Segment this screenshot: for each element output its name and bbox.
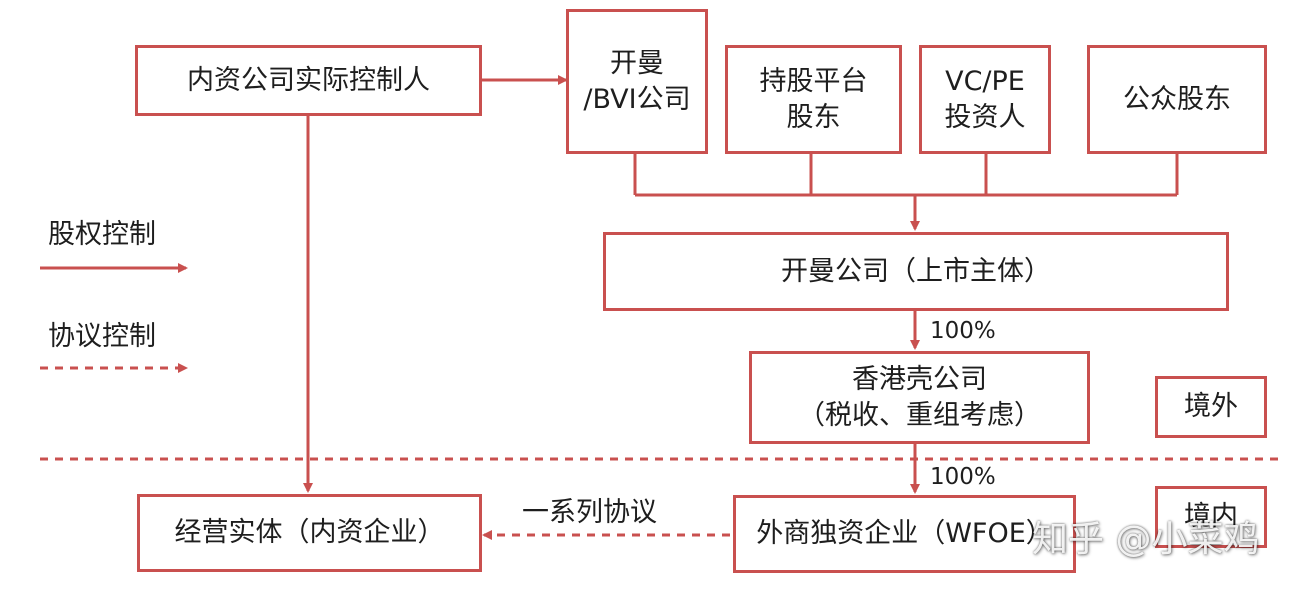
node-wfoe: 外商独资企业（WFOE） (733, 495, 1076, 573)
node-vcpe-line2: 投资人 (944, 101, 1026, 133)
node-esop-platform: 持股平台 股东 (725, 45, 902, 154)
node-listed-entity: 开曼公司（上市主体） (603, 232, 1229, 311)
node-cayman-bvi-line2: /BVI公司 (583, 83, 691, 115)
node-opco-label: 经营实体（内资企业） (174, 517, 445, 549)
node-hk-line2: （税收、重组考虑） (798, 399, 1041, 431)
edge-label-contracts: 一系列协议 (522, 497, 657, 528)
node-public-label: 公众股东 (1123, 83, 1231, 115)
watermark: 知乎 @小菜鸡 (1032, 519, 1260, 560)
node-controller: 内资公司实际控制人 (135, 45, 482, 116)
node-hk-shell: 香港壳公司 （税收、重组考虑） (749, 351, 1090, 444)
node-public-shareholders: 公众股东 (1087, 45, 1267, 154)
legend-contract-label: 协议控制 (48, 321, 156, 352)
node-cayman-bvi: 开曼 /BVI公司 (566, 9, 708, 154)
node-cayman-bvi-line1: 开曼 (610, 47, 664, 79)
node-vcpe-line1: VC/PE (945, 65, 1025, 97)
region-onshore-box: 境内 (1155, 486, 1267, 548)
edge-label-pct-bottom: 100% (930, 464, 996, 490)
region-onshore-label: 境内 (1184, 501, 1238, 533)
node-listed-label: 开曼公司（上市主体） (781, 255, 1051, 287)
node-wfoe-label: 外商独资企业（WFOE） (756, 518, 1053, 550)
node-controller-label: 内资公司实际控制人 (187, 64, 430, 96)
node-esop-line2: 股东 (786, 101, 841, 133)
legend-equity-label: 股权控制 (48, 219, 156, 250)
node-hk-line1: 香港壳公司 (852, 363, 987, 395)
region-offshore-box: 境外 (1155, 376, 1267, 438)
node-esop-line1: 持股平台 (759, 65, 868, 97)
node-operating-entity: 经营实体（内资企业） (137, 494, 482, 572)
edge-label-pct-top: 100% (930, 318, 996, 344)
node-vc-pe: VC/PE 投资人 (919, 45, 1051, 154)
region-offshore-label: 境外 (1184, 391, 1238, 423)
